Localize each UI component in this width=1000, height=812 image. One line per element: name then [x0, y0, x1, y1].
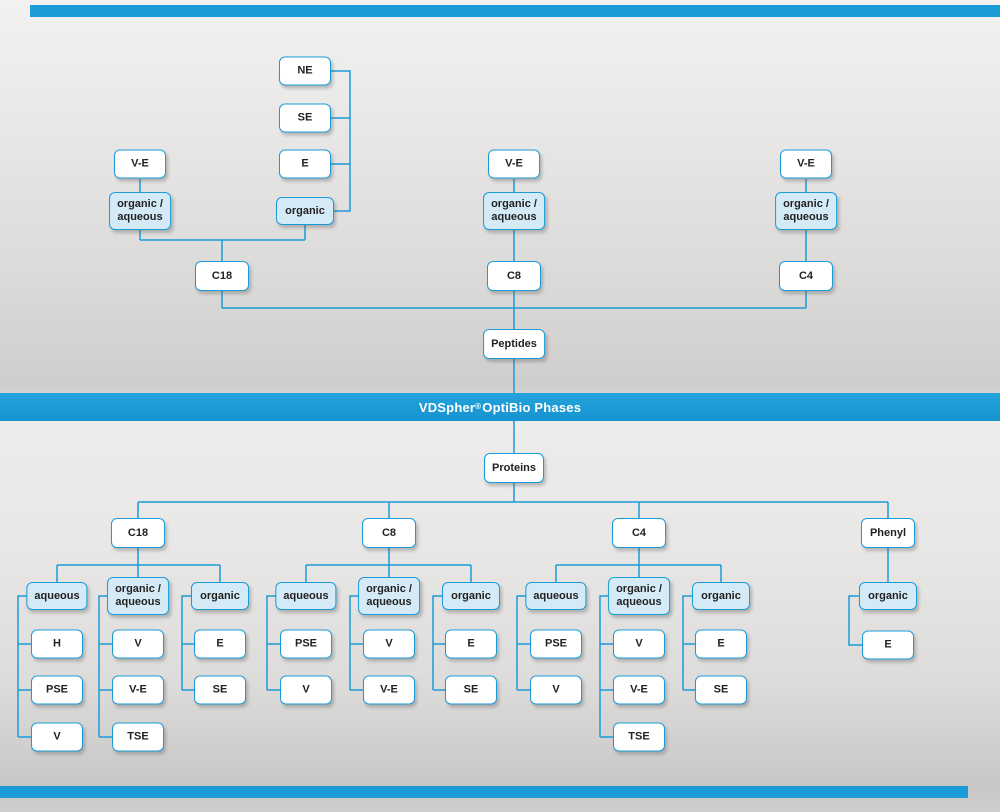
proteins-c8-organic-type-se: SE — [445, 675, 497, 705]
bracket-c8-organic-aqueous — [349, 595, 363, 691]
proteins-c4-aqueous-type-pse: PSE — [530, 629, 582, 659]
connector-peptides-c18-chain — [139, 179, 306, 261]
proteins-c4-mode-organic-aqueous: organic / aqueous — [608, 577, 670, 615]
proteins-c4-mode-organic: organic — [692, 582, 750, 610]
proteins-c18-organic-type-e: E — [194, 629, 246, 659]
peptides-c8-orgaq-type-ve: V-E — [488, 149, 540, 179]
proteins-c4-organic-type-se: SE — [695, 675, 747, 705]
connector-proteins-c18-modes — [56, 548, 221, 582]
proteins-c18-orgaq-type-ve: V-E — [112, 675, 164, 705]
peptides-c4-orgaq-type-ve: V-E — [780, 149, 832, 179]
peptides-column-c8: C8 — [487, 261, 541, 291]
proteins-c4-mode-aqueous: aqueous — [525, 582, 587, 610]
proteins-c4-organic-type-e: E — [695, 629, 747, 659]
proteins-c18-aqueous-type-v: V — [31, 722, 83, 752]
peptides-column-c18: C18 — [195, 261, 249, 291]
connector-proteins-to-columns — [137, 483, 889, 518]
proteins-c8-aqueous-type-v: V — [280, 675, 332, 705]
bracket-c4-organic-aqueous — [599, 595, 613, 738]
connector-columns-to-peptides — [221, 291, 807, 393]
peptides-c18-orgaq-type-ve: V-E — [114, 149, 166, 179]
proteins-c18-orgaq-type-tse: TSE — [112, 722, 164, 752]
banner-vdspher-optibio-phases: VDSpher® OptiBio Phases — [0, 393, 1000, 421]
proteins-column-c18: C18 — [111, 518, 165, 548]
top-accent-bar — [30, 5, 1000, 17]
proteins-c18-organic-type-se: SE — [194, 675, 246, 705]
proteins-column-c4: C4 — [612, 518, 666, 548]
connector-proteins-c4-modes — [555, 548, 722, 582]
peptides-c18-organic-type-ne: NE — [279, 56, 331, 86]
proteins-c8-aqueous-type-pse: PSE — [280, 629, 332, 659]
proteins-c8-mode-organic: organic — [442, 582, 500, 610]
peptides-c18-mode-organic-aqueous: organic / aqueous — [109, 192, 171, 230]
bottom-accent-bar — [0, 786, 968, 798]
proteins-c8-organic-type-e: E — [445, 629, 497, 659]
bracket-c18-organic-aqueous — [98, 595, 112, 738]
proteins-c18-aqueous-type-h: H — [31, 629, 83, 659]
proteins-c18-aqueous-type-pse: PSE — [31, 675, 83, 705]
bracket-c8-organic — [432, 595, 445, 691]
connector-peptides-organic-bracket — [331, 70, 351, 212]
proteins-c8-mode-aqueous: aqueous — [275, 582, 337, 610]
banner-brand: VDSpher — [418, 399, 476, 415]
proteins-phenyl-mode-organic: organic — [859, 582, 917, 610]
connector-proteins-c8-modes — [305, 548, 472, 582]
peptides-c18-organic-type-se: SE — [279, 103, 331, 133]
proteins-c4-orgaq-type-ve: V-E — [613, 675, 665, 705]
peptides-column-c4: C4 — [779, 261, 833, 291]
bracket-c4-aqueous — [516, 595, 530, 691]
peptides-c8-mode-organic-aqueous: organic / aqueous — [483, 192, 545, 230]
proteins-c18-mode-organic-aqueous: organic / aqueous — [107, 577, 169, 615]
proteins-c8-orgaq-type-v: V — [363, 629, 415, 659]
peptides-c18-mode-organic: organic — [276, 197, 334, 225]
proteins-column-phenyl: Phenyl — [861, 518, 915, 548]
proteins-column-c8: C8 — [362, 518, 416, 548]
bracket-c18-organic — [181, 595, 194, 691]
peptides-c4-mode-organic-aqueous: organic / aqueous — [775, 192, 837, 230]
bracket-phenyl-organic — [848, 595, 862, 646]
proteins-c18-mode-organic: organic — [191, 582, 249, 610]
proteins-c18-orgaq-type-v: V — [112, 629, 164, 659]
proteins-c8-orgaq-type-ve: V-E — [363, 675, 415, 705]
proteins-c4-orgaq-type-tse: TSE — [613, 722, 665, 752]
bracket-c4-organic — [682, 595, 695, 691]
proteins-root: Proteins — [483, 453, 545, 483]
bracket-c18-aqueous — [17, 595, 31, 738]
banner-suffix: OptiBio Phases — [482, 399, 582, 415]
peptides-root: Peptides — [483, 329, 545, 359]
proteins-c4-orgaq-type-v: V — [613, 629, 665, 659]
proteins-c18-mode-aqueous: aqueous — [26, 582, 88, 610]
proteins-c4-aqueous-type-v: V — [530, 675, 582, 705]
proteins-phenyl-organic-type-e: E — [862, 630, 914, 660]
bracket-c8-aqueous — [266, 595, 280, 691]
peptides-c18-organic-type-e: E — [279, 149, 331, 179]
proteins-c8-mode-organic-aqueous: organic / aqueous — [358, 577, 420, 615]
